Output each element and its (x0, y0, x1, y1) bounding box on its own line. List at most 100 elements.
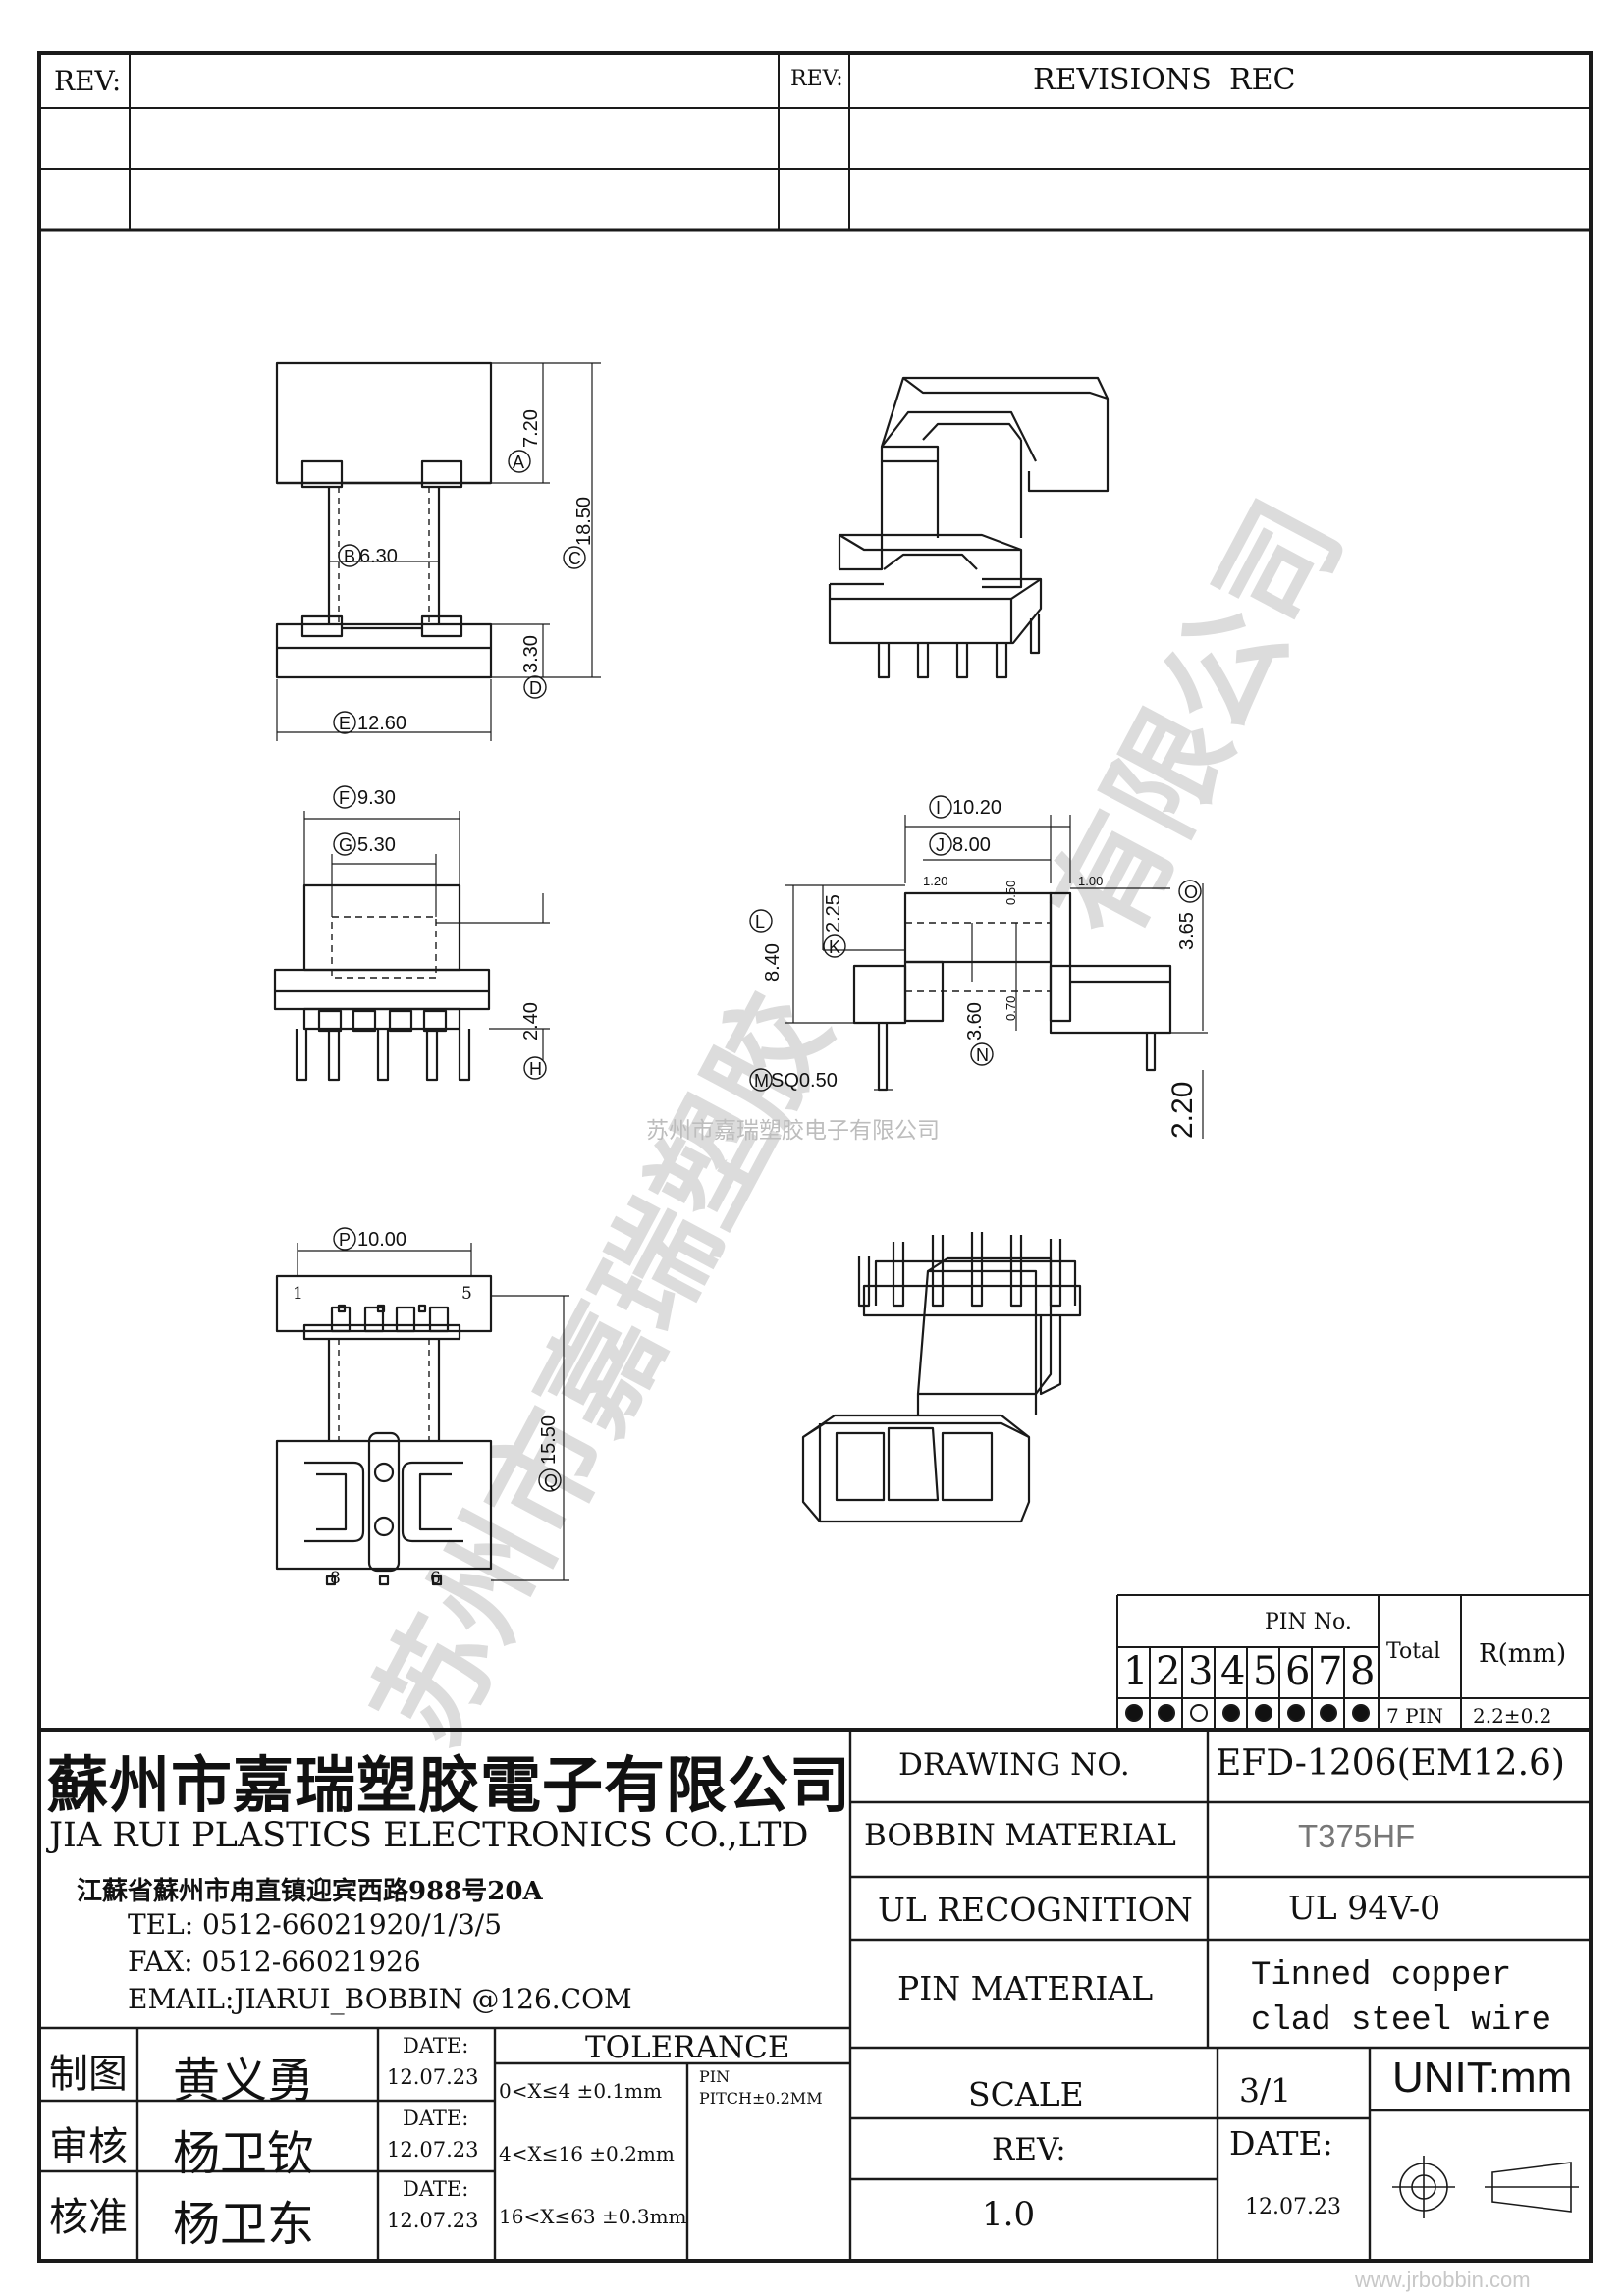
tolerance-row: 16<X≤63 ±0.3mm (499, 2205, 687, 2228)
company-name-cn: 蘇州市嘉瑞塑胶電子有限公司 (47, 1749, 852, 1821)
dim-F-value: 9.30 (357, 787, 396, 809)
dim-I-value: 10.20 (952, 797, 1002, 819)
drawing-no-label: DRAWING NO. (898, 1747, 1130, 1783)
pin-label-1: 1 (293, 1284, 303, 1304)
dim-J-letter: J (936, 835, 945, 855)
top-view (275, 361, 601, 741)
dim-Q-letter: Q (544, 1471, 558, 1491)
dim-E-value: 12.60 (357, 713, 407, 734)
pin-table-total-label: Total (1386, 1639, 1441, 1664)
rev-label-bottom: REV: (992, 2132, 1066, 2167)
bottom-view (275, 1227, 569, 1586)
dim-D-letter: D (529, 678, 542, 698)
revisions-label: REVISIONS (1033, 63, 1212, 97)
company-tel: TEL: 0512-66021920/1/3/5 (128, 1908, 503, 1941)
signoff-date: 12.07.23 (387, 2209, 479, 2232)
pin-filled-dot (1287, 1704, 1305, 1722)
dim-M-letter: M (754, 1071, 769, 1091)
signoff-date: 12.07.23 (387, 2138, 479, 2162)
rec-label: REC (1229, 63, 1296, 97)
bobbin-material-value: T375HF (1298, 1818, 1416, 1854)
pin-material-value-1: Tinned copper (1251, 1957, 1512, 1995)
dim-F-letter: F (339, 788, 350, 808)
isometric-view-bottom (801, 1232, 1082, 1523)
pin-filled-dot (1222, 1704, 1240, 1722)
dim-P-value: 10.00 (357, 1229, 407, 1251)
tolerance-row: 4<X≤16 ±0.2mm (499, 2142, 675, 2165)
pin-filled-dot (1158, 1704, 1175, 1722)
rev-value: 1.0 (982, 2195, 1036, 2234)
scale-value: 3/1 (1239, 2071, 1292, 2109)
dim-C-letter: C (568, 549, 581, 568)
company-address: 江蘇省蘇州市甪直镇迎宾西路988号20A (77, 1877, 543, 1906)
dim-E-letter: E (339, 714, 351, 733)
pin-label-6: 6 (430, 1569, 441, 1588)
drawing-no-value: EFD-1206(EM12.6) (1216, 1743, 1565, 1784)
company-name-en: JIA RUI PLASTICS ELECTRONICS CO.,LTD (49, 1816, 809, 1855)
pin-number-6: 6 (1285, 1649, 1311, 1694)
drawing-frame (37, 51, 1593, 2263)
dim-side-100: 1.00 (1078, 874, 1104, 888)
dim-J-value: 8.00 (952, 834, 991, 856)
pin-material-value-2: clad steel wire (1251, 2002, 1552, 2040)
date-value-bottom: 12.07.23 (1245, 2195, 1341, 2219)
pin-material-label: PIN MATERIAL (897, 1969, 1154, 2007)
bobbin-material-label: BOBBIN MATERIAL (864, 1818, 1176, 1853)
footer-url: www.jrbobbin.com (1355, 2268, 1531, 2292)
scale-label: SCALE (968, 2075, 1084, 2113)
pin-filled-dot (1320, 1704, 1337, 1722)
side-view (749, 795, 1208, 1139)
dim-G-letter: G (339, 835, 352, 855)
isometric-view-top (828, 376, 1110, 679)
tolerance-label: TOLERANCE (585, 2030, 790, 2065)
front-view (273, 785, 550, 1082)
signoff-name: 杨卫东 (173, 2197, 315, 2252)
dim-B-value: 6.30 (359, 546, 398, 567)
dim-P-letter: P (339, 1230, 351, 1250)
pin-empty-dot (1190, 1704, 1208, 1722)
company-email: EMAIL:JIARUI_BOBBIN @126.COM (128, 1983, 632, 2015)
pin-table-total-value: 7 PIN (1386, 1704, 1443, 1728)
dim-L-letter: L (755, 912, 765, 932)
pin-label-5: 5 (461, 1284, 472, 1304)
dim-B-letter: B (344, 547, 355, 566)
dim-I-letter: I (936, 798, 941, 818)
signoff-date-label: DATE: (403, 2177, 469, 2201)
dim-K-letter: K (829, 937, 840, 957)
pin-number-7: 7 (1318, 1649, 1343, 1694)
dim-side-120: 1.20 (923, 874, 948, 888)
ul-recognition-value: UL 94V-0 (1288, 1889, 1441, 1927)
tolerance-row: 0<X≤4 ±0.1mm (499, 2079, 663, 2103)
rev-label-left: REV: (54, 65, 122, 97)
pin-table-r-value: 2.2±0.2 (1473, 1704, 1552, 1728)
dim-A-letter: A (513, 453, 524, 472)
unit-label: UNIT:mm (1392, 2054, 1573, 2102)
company-fax: FAX: 0512-66021926 (128, 1946, 421, 1978)
pin-filled-dot (1255, 1704, 1272, 1722)
pin-number-8: 8 (1350, 1649, 1376, 1694)
signoff-role: 核准 (49, 2195, 128, 2240)
pin-number-4: 4 (1220, 1649, 1246, 1694)
pin-label-8: 8 (330, 1569, 341, 1588)
dim-N-letter: N (976, 1045, 989, 1065)
date-label-bottom: DATE: (1229, 2124, 1333, 2163)
signoff-date-label: DATE: (403, 2107, 469, 2130)
pin-number-2: 2 (1156, 1649, 1181, 1694)
dim-O-letter: O (1184, 882, 1198, 902)
signoff-name: 杨卫钦 (173, 2126, 315, 2181)
projection-cone (1491, 2162, 1572, 2213)
tolerance-pin-label: PIN (699, 2067, 731, 2086)
watermark-center: 苏州市嘉瑞塑胶电子有限公司 (646, 1117, 940, 1143)
dim-M-value: SQ0.50 (771, 1070, 838, 1092)
pin-filled-dot (1352, 1704, 1370, 1722)
dim-G-value: 5.30 (357, 834, 396, 856)
dim-H-letter: H (529, 1059, 542, 1079)
rev-label-mid: REV: (790, 67, 843, 91)
pin-table-header: PIN No. (1265, 1610, 1352, 1634)
signoff-date-label: DATE: (403, 2034, 469, 2057)
signoff-role: 审核 (49, 2124, 128, 2169)
pin-number-3: 3 (1188, 1649, 1214, 1694)
